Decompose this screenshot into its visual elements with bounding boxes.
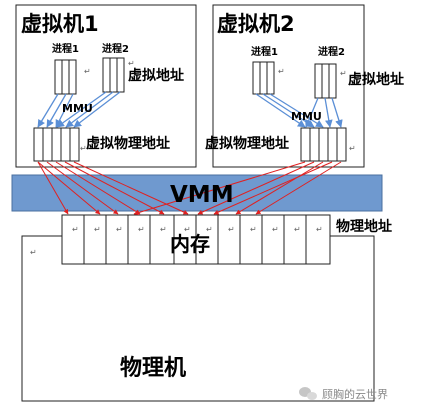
watermark-text: 顾胸的云世界 [322,387,388,401]
vm1-mmu-arrows [37,91,121,128]
vm1-process1-pages [54,59,77,95]
svg-text:↵: ↵ [250,225,257,234]
vmm-mapping-arrows [37,161,342,216]
svg-text:↵: ↵ [94,225,101,234]
vm2-mmu-arrows [255,93,343,128]
vm2-process1-label: 进程1 [251,45,278,58]
vm1-process2-label: 进程2 [102,42,129,55]
svg-text:↵: ↵ [340,69,347,78]
vm1-process1-label: 进程1 [52,42,79,55]
svg-text:↵: ↵ [80,144,87,153]
vm1-virtual-physical-address-label: 虚拟物理地址 [86,135,170,152]
vm1-virtual-address-label: 虚拟地址 [128,67,184,84]
physical-address-label: 物理地址 [336,218,392,235]
vm2-virtual-physical-pages [300,127,347,162]
vm2-virtual-address-label: 虚拟地址 [348,71,404,88]
svg-text:↵: ↵ [294,225,301,234]
svg-text:↵: ↵ [184,225,191,234]
vm2-process2-pages [314,63,337,99]
svg-text:↵: ↵ [138,225,145,234]
svg-text:↵: ↵ [72,225,79,234]
vm1-virtual-physical-pages [33,127,80,162]
svg-text:↵: ↵ [316,225,323,234]
wechat-icon [299,387,317,400]
vm1-mmu-label: MMU [62,102,93,115]
vmm-label: VMM [170,182,234,208]
physical-memory-row [61,214,331,265]
svg-text:↵: ↵ [278,67,285,76]
vm2-mmu-label: MMU [291,110,322,123]
memory-label: 内存 [170,232,210,256]
host-machine-label: 物理机 [120,355,186,381]
memory-cell-marks: ↵ ↵ ↵ ↵ ↵ ↵ ↵ ↵ ↵ ↵ ↵ ↵ ↵ ↵ ↵ ↵ ↵ ↵ ↵ [30,59,356,257]
svg-text:↵: ↵ [128,59,135,68]
svg-text:↵: ↵ [160,225,167,234]
vm2-virtual-physical-address-label: 虚拟物理地址 [205,135,289,152]
svg-text:↵: ↵ [116,225,123,234]
svg-text:↵: ↵ [30,248,37,257]
svg-text:↵: ↵ [84,67,91,76]
svg-text:↵: ↵ [272,225,279,234]
vm2-process2-label: 进程2 [318,45,345,58]
vm2-process1-pages [252,61,275,95]
svg-text:↵: ↵ [228,225,235,234]
svg-text:↵: ↵ [349,144,356,153]
svg-text:↵: ↵ [206,225,213,234]
vm2-title: 虚拟机2 [217,12,295,36]
vm1-process2-pages [102,57,125,93]
vm1-title: 虚拟机1 [21,12,99,36]
